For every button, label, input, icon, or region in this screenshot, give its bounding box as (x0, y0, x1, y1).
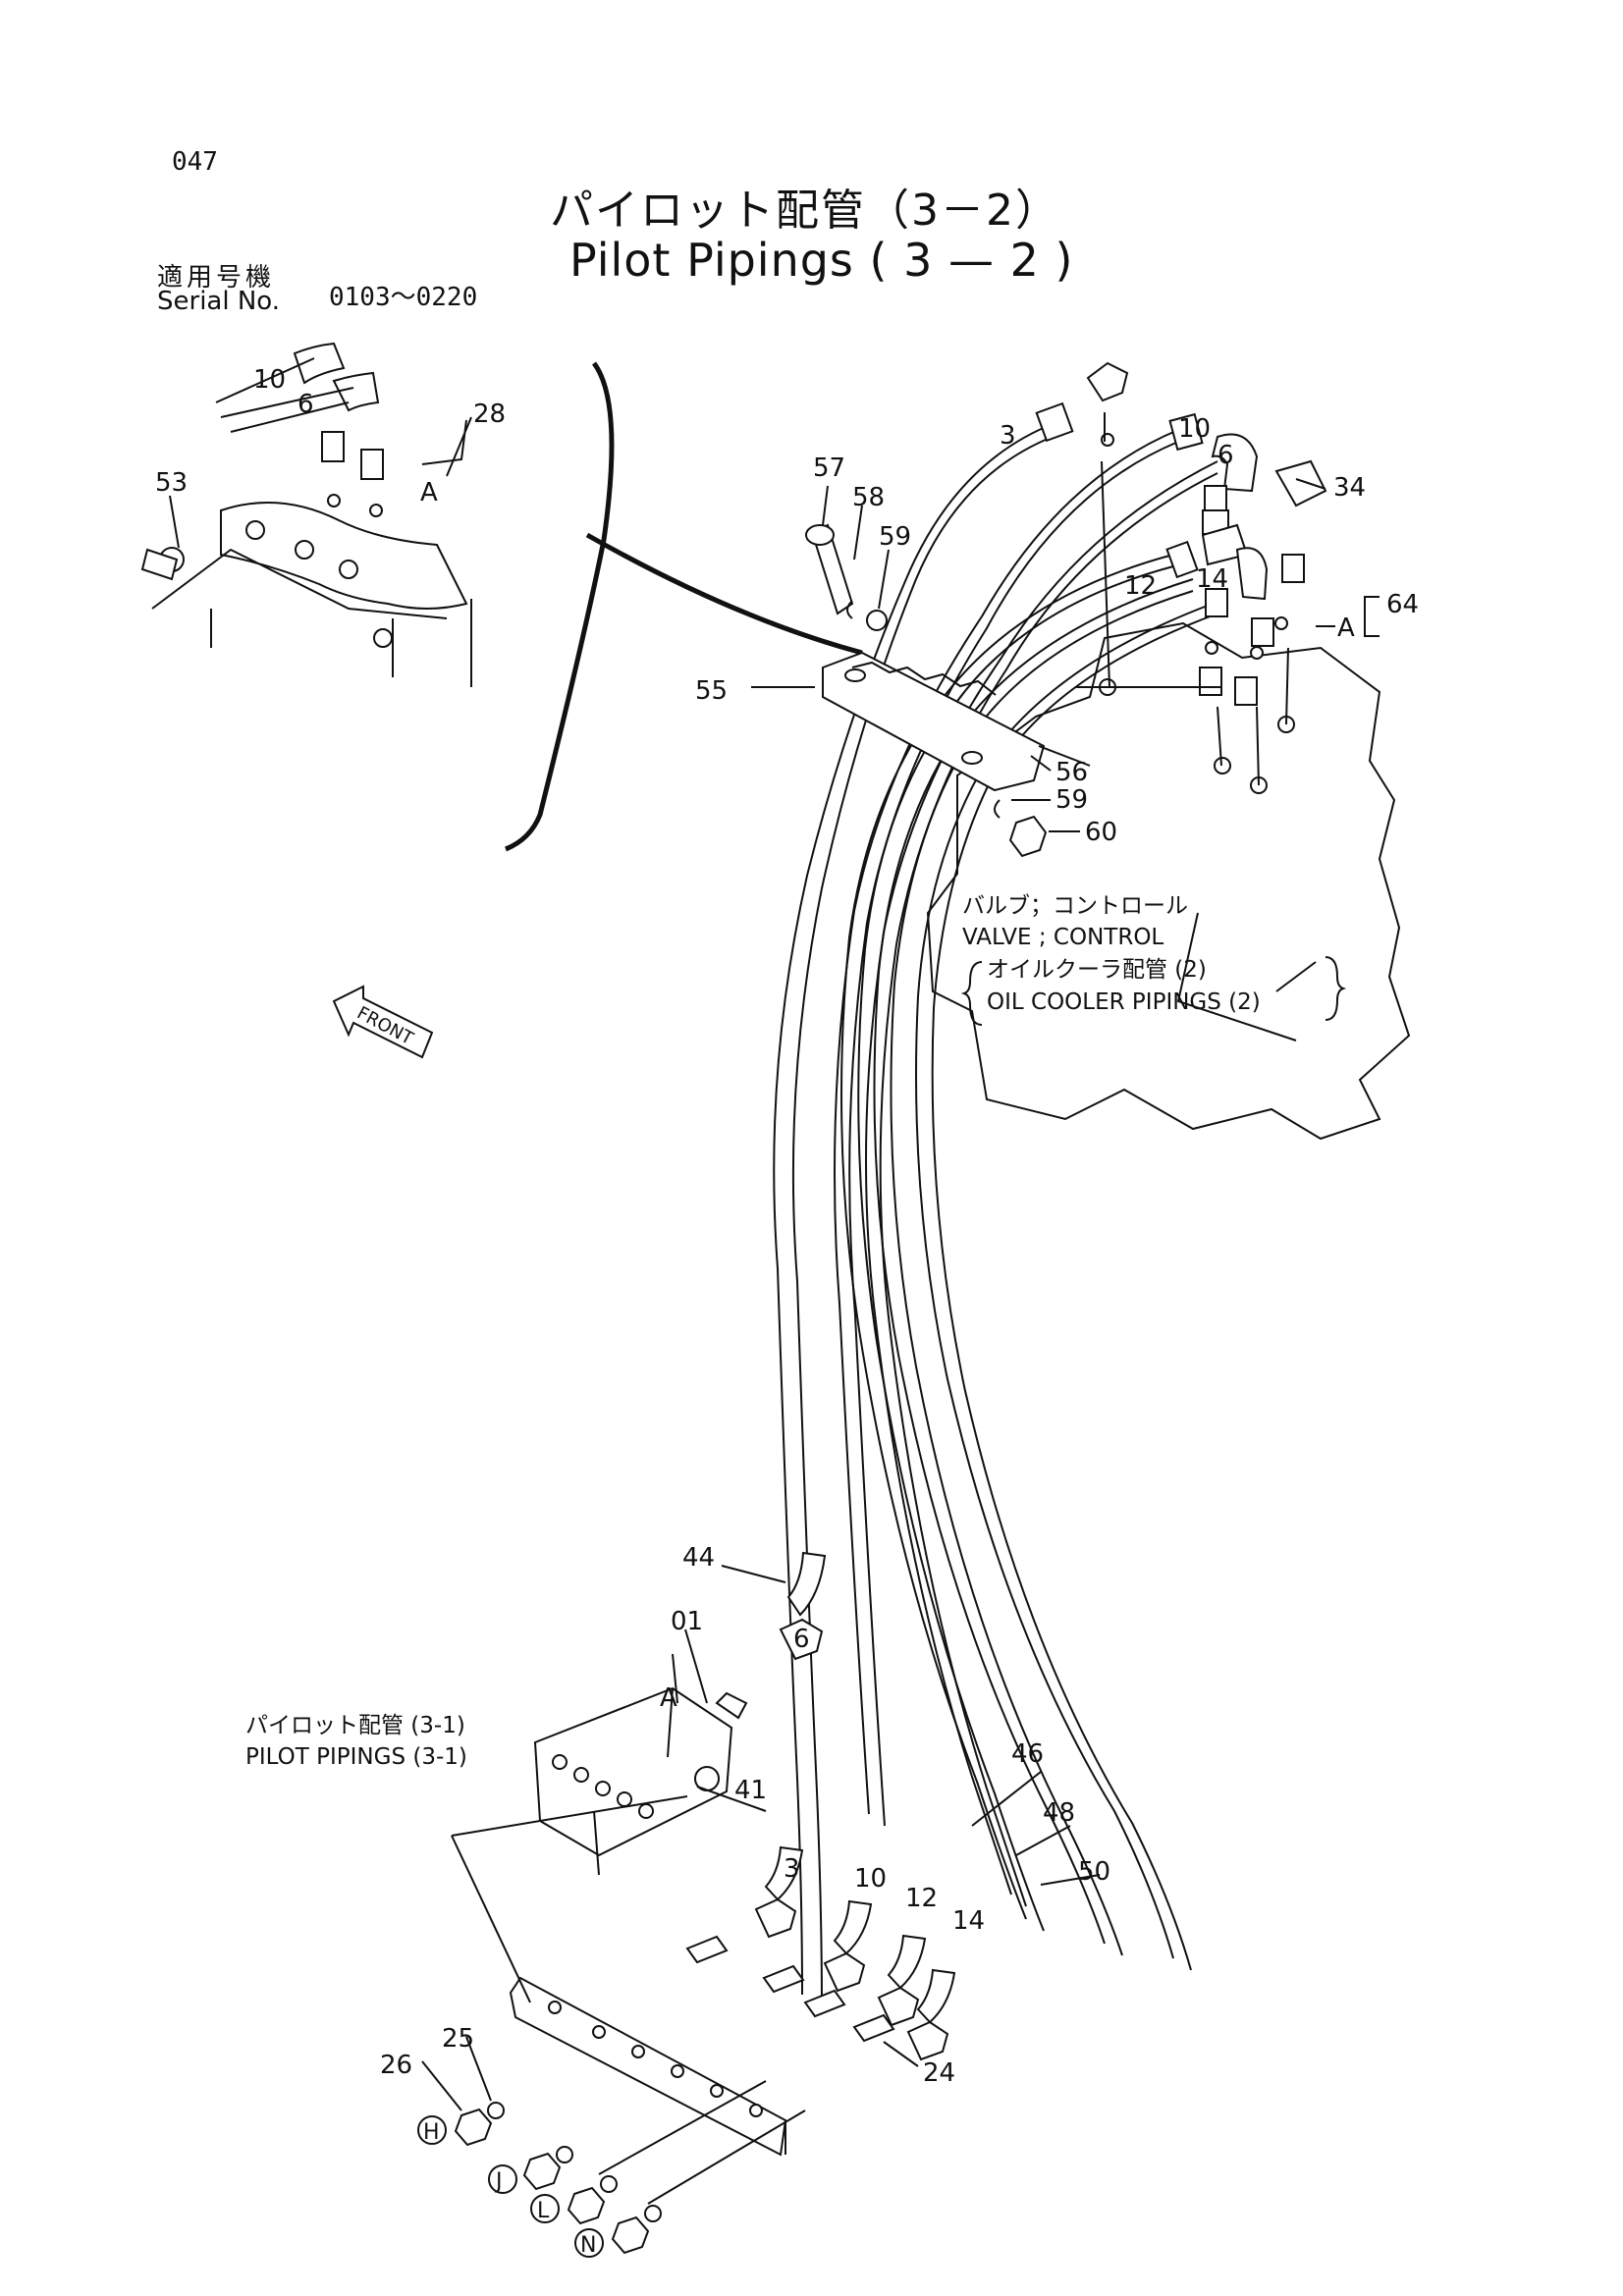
part-label-A: A (1337, 614, 1355, 643)
part-label-50: 50 (1078, 1857, 1110, 1887)
valve-note-en: VALVE ; CONTROL (962, 925, 1163, 950)
part-label-A: A (420, 478, 438, 507)
cooler-note-en: OIL COOLER PIPINGS (2) (987, 989, 1261, 1015)
part-label-28: 28 (473, 400, 506, 429)
part-label-57: 57 (813, 454, 845, 483)
part-label-10: 10 (854, 1864, 887, 1894)
circled-labels: H J L N (417, 2115, 604, 2258)
part-label-24: 24 (923, 2058, 955, 2088)
page-number: 047 (172, 147, 218, 177)
pilot-note-en: PILOT PIPINGS (3-1) (245, 1744, 467, 1770)
pilot-pipe-bundle (773, 423, 1218, 2008)
part-label-34: 34 (1333, 473, 1366, 503)
part-label-6: 6 (1217, 441, 1234, 470)
notes: バルブ；コントロール VALVE ; CONTROL オイルクーラ配管 (2) … (245, 893, 1347, 1770)
title-japanese: パイロット配管（3－2） (550, 186, 1060, 236)
serial-range: 0103～0220 (329, 283, 478, 312)
part-label-12: 12 (1124, 571, 1157, 601)
part-label-56: 56 (1055, 758, 1088, 787)
part-label-6: 6 (793, 1625, 810, 1654)
serial-label-english: Serial No. (157, 287, 280, 316)
inset-detail (140, 342, 615, 852)
part-label-60: 60 (1085, 818, 1117, 847)
part-label-44: 44 (682, 1543, 715, 1573)
pilot-note-jp: パイロット配管 (3-1) (245, 1713, 465, 1738)
cooler-note-jp: オイルクーラ配管 (2) (987, 957, 1207, 983)
part-label-10: 10 (1178, 414, 1211, 444)
circled-label-N: N (580, 2233, 596, 2258)
part-label-3: 3 (1000, 421, 1016, 451)
part-label-59: 59 (879, 522, 911, 552)
part-label-41: 41 (734, 1776, 767, 1805)
circled-label-J: J (494, 2169, 503, 2194)
part-label-14: 14 (1196, 564, 1228, 594)
part-labels: 10 6 28 A 53 57 58 59 3 10 6 34 12 14 64… (155, 365, 1419, 2088)
inset-connector-line (585, 532, 863, 656)
part-label-A: A (660, 1683, 677, 1713)
part-label-55: 55 (695, 676, 728, 706)
part-label-48: 48 (1043, 1798, 1075, 1828)
part-label-26: 26 (380, 2051, 412, 2080)
part-label-46: 46 (1011, 1739, 1044, 1769)
valve-note-jp: バルブ；コントロール (962, 893, 1188, 919)
pipe-clamp (805, 523, 1222, 858)
part-label-3: 3 (784, 1854, 800, 1884)
part-label-14: 14 (952, 1906, 985, 1936)
circled-label-L: L (537, 2199, 550, 2223)
part-label-01: 01 (671, 1607, 703, 1636)
circled-label-H: H (423, 2120, 440, 2145)
part-label-64: 64 (1386, 590, 1419, 619)
part-label-59: 59 (1055, 785, 1088, 815)
serial-label-japanese: 適用号機 (157, 263, 276, 293)
front-arrow-icon: FRONT (332, 985, 434, 1059)
part-label-10: 10 (253, 365, 286, 395)
part-label-6: 6 (298, 390, 314, 419)
part-label-25: 25 (442, 2024, 474, 2054)
part-label-53: 53 (155, 468, 188, 498)
lower-assembly (454, 1551, 956, 2255)
title-english: Pilot Pipings ( 3 — 2 ) (569, 234, 1074, 287)
part-label-58: 58 (852, 483, 885, 512)
part-label-12: 12 (905, 1884, 938, 1913)
leader-lines (169, 416, 1380, 2111)
